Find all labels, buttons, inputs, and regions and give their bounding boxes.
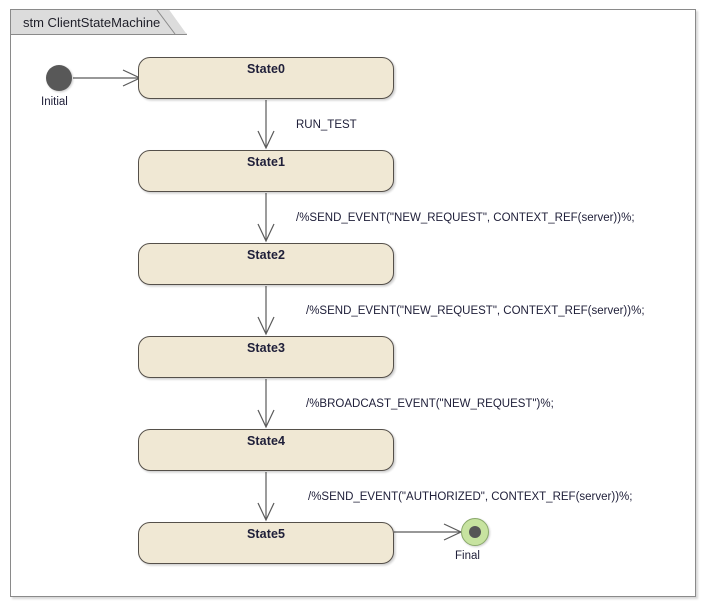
final-state-node[interactable] (461, 518, 489, 546)
transition-label-run-test: RUN_TEST (296, 119, 357, 131)
state-node-label: State4 (246, 434, 286, 448)
state-node-label: State3 (246, 341, 286, 355)
state-node-state0[interactable]: State0 (138, 57, 394, 99)
state-node-label: State1 (246, 155, 286, 169)
transition-label-send-event-new-request-2: /%SEND_EVENT("NEW_REQUEST", CONTEXT_REF(… (306, 305, 645, 317)
final-node-caption: Final (455, 550, 480, 562)
transition-label-send-event-authorized: /%SEND_EVENT("AUTHORIZED", CONTEXT_REF(s… (308, 491, 633, 503)
state-node-label: State2 (246, 248, 286, 262)
transition-label-broadcast-event-new-request: /%BROADCAST_EVENT("NEW_REQUEST")%; (306, 398, 554, 410)
edge-state4-to-state5 (257, 472, 275, 522)
state-machine-diagram-frame: stm ClientStateMachine (10, 9, 696, 597)
state-node-label: State0 (246, 62, 286, 76)
initial-node-caption: Initial (41, 96, 68, 108)
edge-state2-to-state3 (257, 286, 275, 336)
transition-label-send-event-new-request-1: /%SEND_EVENT("NEW_REQUEST", CONTEXT_REF(… (296, 212, 635, 224)
state-node-state2[interactable]: State2 (138, 243, 394, 285)
edge-state1-to-state2 (257, 193, 275, 243)
edge-state5-to-final (394, 523, 463, 541)
state-node-state3[interactable]: State3 (138, 336, 394, 378)
state-node-state1[interactable]: State1 (138, 150, 394, 192)
initial-pseudostate-node[interactable] (46, 65, 72, 91)
diagram-title-label: stm ClientStateMachine (23, 14, 161, 30)
edge-state3-to-state4 (257, 379, 275, 429)
diagram-title-tab: stm ClientStateMachine (11, 10, 187, 35)
edge-state0-to-state1 (257, 100, 275, 150)
edge-initial-to-state0 (73, 69, 142, 87)
state-node-state5[interactable]: State5 (138, 522, 394, 564)
state-node-state4[interactable]: State4 (138, 429, 394, 471)
final-state-inner-dot (469, 526, 481, 538)
state-node-label: State5 (246, 527, 286, 541)
